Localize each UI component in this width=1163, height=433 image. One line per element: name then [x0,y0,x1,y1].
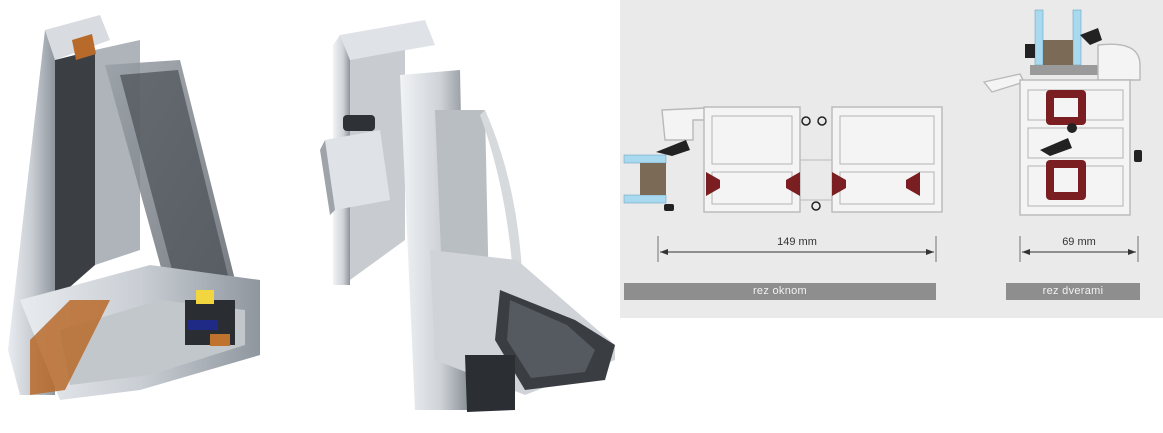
door-corner-render [285,0,620,433]
window-corner-image [8,15,260,400]
window-corner-render [0,0,285,433]
cross-section-panel: 149 mm [620,0,1163,318]
window-section-label: rez oknom [624,283,936,300]
door-section-label: rez dverami [1006,283,1140,300]
window-section-drawing: 149 mm [623,106,943,262]
door-corner-image [320,20,615,412]
door-section-drawing: 69 mm [982,9,1142,262]
cross-section-drawings: 149 mm [623,9,1142,262]
window-dimension-text: 149 mm [777,236,817,248]
door-dimension-text: 69 mm [1062,236,1096,248]
